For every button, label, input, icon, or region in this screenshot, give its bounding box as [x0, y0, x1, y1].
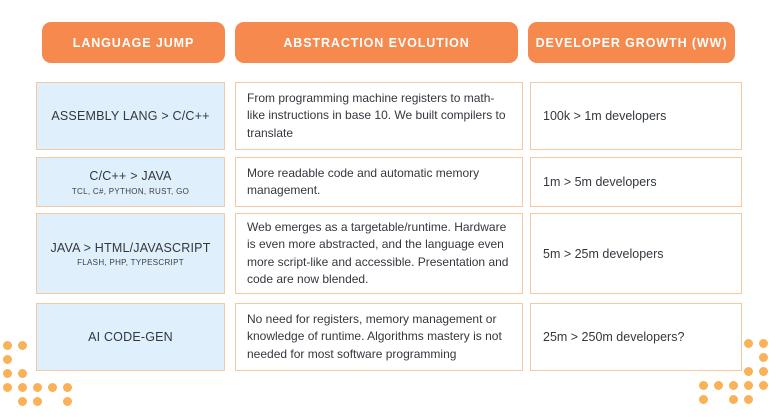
table-row: C/C++ > JAVA TCL, C#, PYTHON, RUST, GO M…	[0, 157, 776, 207]
jump-subtitle: FLASH, PHP, TYPESCRIPT	[77, 258, 184, 268]
table-row: ASSEMBLY LANG > C/C++ From programming m…	[0, 82, 776, 150]
decor-dot	[729, 381, 738, 390]
decor-dot-empty	[33, 369, 42, 378]
decor-dot	[3, 355, 12, 364]
growth-cell: 25m > 250m developers?	[530, 303, 742, 371]
decor-dot	[759, 381, 768, 390]
growth-text: 5m > 25m developers	[543, 246, 664, 261]
decor-dot-empty	[3, 397, 12, 406]
decor-dot	[744, 367, 753, 376]
evolution-text: Web emerges as a targetable/runtime. Har…	[247, 219, 509, 286]
decor-dot-empty	[33, 341, 42, 350]
decor-dot-empty	[714, 339, 723, 348]
growth-text: 25m > 250m developers?	[543, 330, 685, 344]
decor-dot-empty	[729, 367, 738, 376]
decor-dot-empty	[699, 367, 708, 376]
jump-subtitle: TCL, C#, PYTHON, RUST, GO	[71, 186, 190, 196]
decor-dot-empty	[48, 369, 57, 378]
decor-dot-empty	[63, 369, 72, 378]
jump-title: C/C++ > JAVA	[89, 169, 172, 184]
evolution-text: More readable code and automatic memory …	[247, 165, 480, 197]
decor-dot	[759, 353, 768, 362]
decor-dot-empty	[729, 353, 738, 362]
decor-dot	[714, 381, 723, 390]
header-abstraction-evolution: ABSTRACTION EVOLUTION	[235, 22, 518, 63]
jump-title: AI CODE-GEN	[88, 329, 173, 344]
decor-dot	[48, 383, 57, 392]
jump-cell: C/C++ > JAVA TCL, C#, PYTHON, RUST, GO	[36, 157, 225, 207]
decor-dot	[3, 369, 12, 378]
decor-dot-empty	[744, 353, 753, 362]
evolution-cell: From programming machine registers to ma…	[235, 82, 523, 150]
decor-dot	[18, 397, 27, 406]
dot-decoration-left	[3, 341, 72, 406]
growth-cell: 100k > 1m developers	[530, 82, 742, 150]
decor-dot-empty	[714, 395, 723, 404]
header-developer-growth: DEVELOPER GROWTH (WW)	[528, 22, 735, 63]
decor-dot	[759, 367, 768, 376]
decor-dot	[744, 381, 753, 390]
decor-dot	[699, 395, 708, 404]
evolution-text: From programming machine registers to ma…	[247, 90, 506, 140]
decor-dot-empty	[699, 353, 708, 362]
decor-dot	[729, 395, 738, 404]
growth-text: 100k > 1m developers	[543, 109, 667, 123]
decor-dot-empty	[48, 397, 57, 406]
table-row: AI CODE-GEN No need for registers, memor…	[0, 303, 776, 371]
decor-dot	[3, 383, 12, 392]
decor-dot-empty	[33, 355, 42, 364]
evolution-cell: No need for registers, memory management…	[235, 303, 523, 371]
evolution-cell: Web emerges as a targetable/runtime. Har…	[235, 213, 523, 294]
decor-dot	[744, 395, 753, 404]
evolution-cell: More readable code and automatic memory …	[235, 157, 523, 207]
decor-dot	[3, 341, 12, 350]
decor-dot	[63, 383, 72, 392]
decor-dot	[759, 339, 768, 348]
decor-dot-empty	[63, 341, 72, 350]
decor-dot-empty	[729, 339, 738, 348]
jump-cell: JAVA > HTML/JAVASCRIPT FLASH, PHP, TYPES…	[36, 213, 225, 294]
decor-dot-empty	[699, 339, 708, 348]
decor-dot-empty	[48, 355, 57, 364]
jump-title: ASSEMBLY LANG > C/C++	[51, 108, 210, 123]
decor-dot	[744, 339, 753, 348]
decor-dot-empty	[18, 355, 27, 364]
table-row: JAVA > HTML/JAVASCRIPT FLASH, PHP, TYPES…	[0, 213, 776, 294]
growth-cell: 5m > 25m developers	[530, 213, 742, 294]
decor-dot	[63, 397, 72, 406]
decor-dot-empty	[759, 395, 768, 404]
decor-dot	[33, 397, 42, 406]
decor-dot-empty	[63, 355, 72, 364]
decor-dot-empty	[714, 367, 723, 376]
decor-dot-empty	[48, 341, 57, 350]
jump-cell: ASSEMBLY LANG > C/C++	[36, 82, 225, 150]
evolution-text: No need for registers, memory management…	[247, 311, 502, 361]
growth-text: 1m > 5m developers	[543, 175, 657, 189]
decor-dot	[18, 383, 27, 392]
header-language-jump: LANGUAGE JUMP	[42, 22, 225, 63]
growth-cell: 1m > 5m developers	[530, 157, 742, 207]
decor-dot	[18, 341, 27, 350]
jump-cell: AI CODE-GEN	[36, 303, 225, 371]
decor-dot	[699, 381, 708, 390]
jump-title: JAVA > HTML/JAVASCRIPT	[50, 240, 211, 255]
decor-dot	[33, 383, 42, 392]
dot-decoration-right	[699, 339, 768, 404]
decor-dot-empty	[714, 353, 723, 362]
decor-dot	[18, 369, 27, 378]
